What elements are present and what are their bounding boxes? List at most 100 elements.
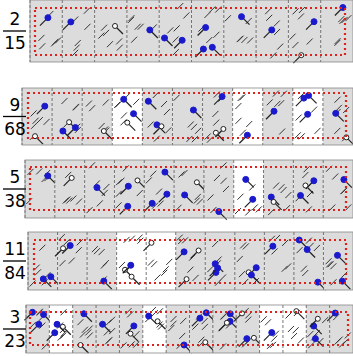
tile-stroke [225,15,231,21]
tile-stroke [197,199,203,205]
tile-stroke [98,33,104,39]
tile-stroke [128,17,134,23]
tile-border [232,88,233,145]
tile-stroke [61,98,67,104]
tile-stroke [266,15,272,21]
tile-border [191,0,192,62]
tile-stroke [174,25,180,31]
tile-stroke [89,162,95,168]
tile-stroke [334,128,340,134]
pin-head [196,248,201,253]
selection-box [28,93,346,138]
tile-stroke [156,189,162,195]
tile-stroke [107,337,113,343]
pin-head [221,126,226,131]
tile-stroke [31,110,37,116]
tile-border [223,0,224,62]
pin-head [67,120,72,125]
pin-head [162,35,168,41]
tile-stroke [206,37,212,43]
tile-stroke [238,36,244,42]
tile [62,0,94,62]
pin-head [45,173,51,179]
tile [87,232,117,290]
tile-stroke [235,103,241,109]
pin-head [67,243,73,249]
pin-head [182,192,188,198]
tile [263,88,293,145]
tile-stroke [288,326,294,332]
tile-border [320,0,321,62]
tile-stroke [70,196,76,202]
tile-stroke [165,127,171,133]
tile-stroke [135,24,141,30]
pin-head [60,128,66,134]
pin-head [224,320,229,325]
tile-stroke [107,41,113,47]
tile-stroke [241,37,247,43]
pin-head [200,46,206,52]
tile-stroke [282,266,288,272]
pin-head [36,321,42,327]
tile-stroke [116,179,122,185]
pin-head [54,321,60,327]
pin-head [125,120,130,125]
pin-head [121,96,127,102]
pin-head [239,14,245,20]
tile-stroke [60,333,66,339]
tile-stroke [191,124,197,130]
tile [256,0,288,62]
tile-stroke [220,274,226,280]
tile-border [116,232,117,290]
tile-stroke [293,8,299,14]
tile-stroke [74,45,80,51]
pin-head [297,192,303,198]
tile-stroke [207,194,213,200]
pin-head [162,169,168,175]
tile-stroke [167,27,173,33]
pin-head [42,103,48,109]
pin-head [40,276,46,282]
tile-stroke [213,120,219,126]
tile [127,0,159,62]
pin-head [190,107,196,113]
tile [224,0,256,62]
tile-stroke [103,99,109,105]
tile-stroke [76,247,82,253]
tile-stroke [31,123,37,129]
tile-stroke [114,102,120,108]
numerator: 11 [1,240,29,258]
tile-stroke [243,243,249,249]
tile-stroke [63,198,69,204]
pin-head [243,176,249,182]
tile [172,88,202,145]
tile-stroke [267,99,273,105]
tile-stroke [322,317,328,323]
pin-head [270,243,276,249]
tile [112,88,142,145]
tile-border [329,305,330,353]
pin-head [219,94,225,100]
pin-head [334,252,340,258]
tile-stroke [204,12,210,18]
tile-border [87,232,88,290]
tile-border [172,88,173,145]
tile-stroke [235,208,241,214]
denominator: 84 [1,264,29,282]
tile-stroke [237,194,243,200]
pin-head [131,111,137,117]
tile [323,88,353,145]
tile-stroke [328,261,334,267]
tile-stroke [101,25,107,31]
tile [52,88,82,145]
tile-stroke [73,104,79,110]
pin-head [164,191,170,197]
tile-stroke [69,258,75,264]
tile-stroke [221,313,227,319]
tile-stroke [334,97,340,103]
pin-head [128,262,134,268]
pin-head [184,277,189,282]
numerator: 3 [1,308,29,326]
tile-stroke [302,172,308,178]
